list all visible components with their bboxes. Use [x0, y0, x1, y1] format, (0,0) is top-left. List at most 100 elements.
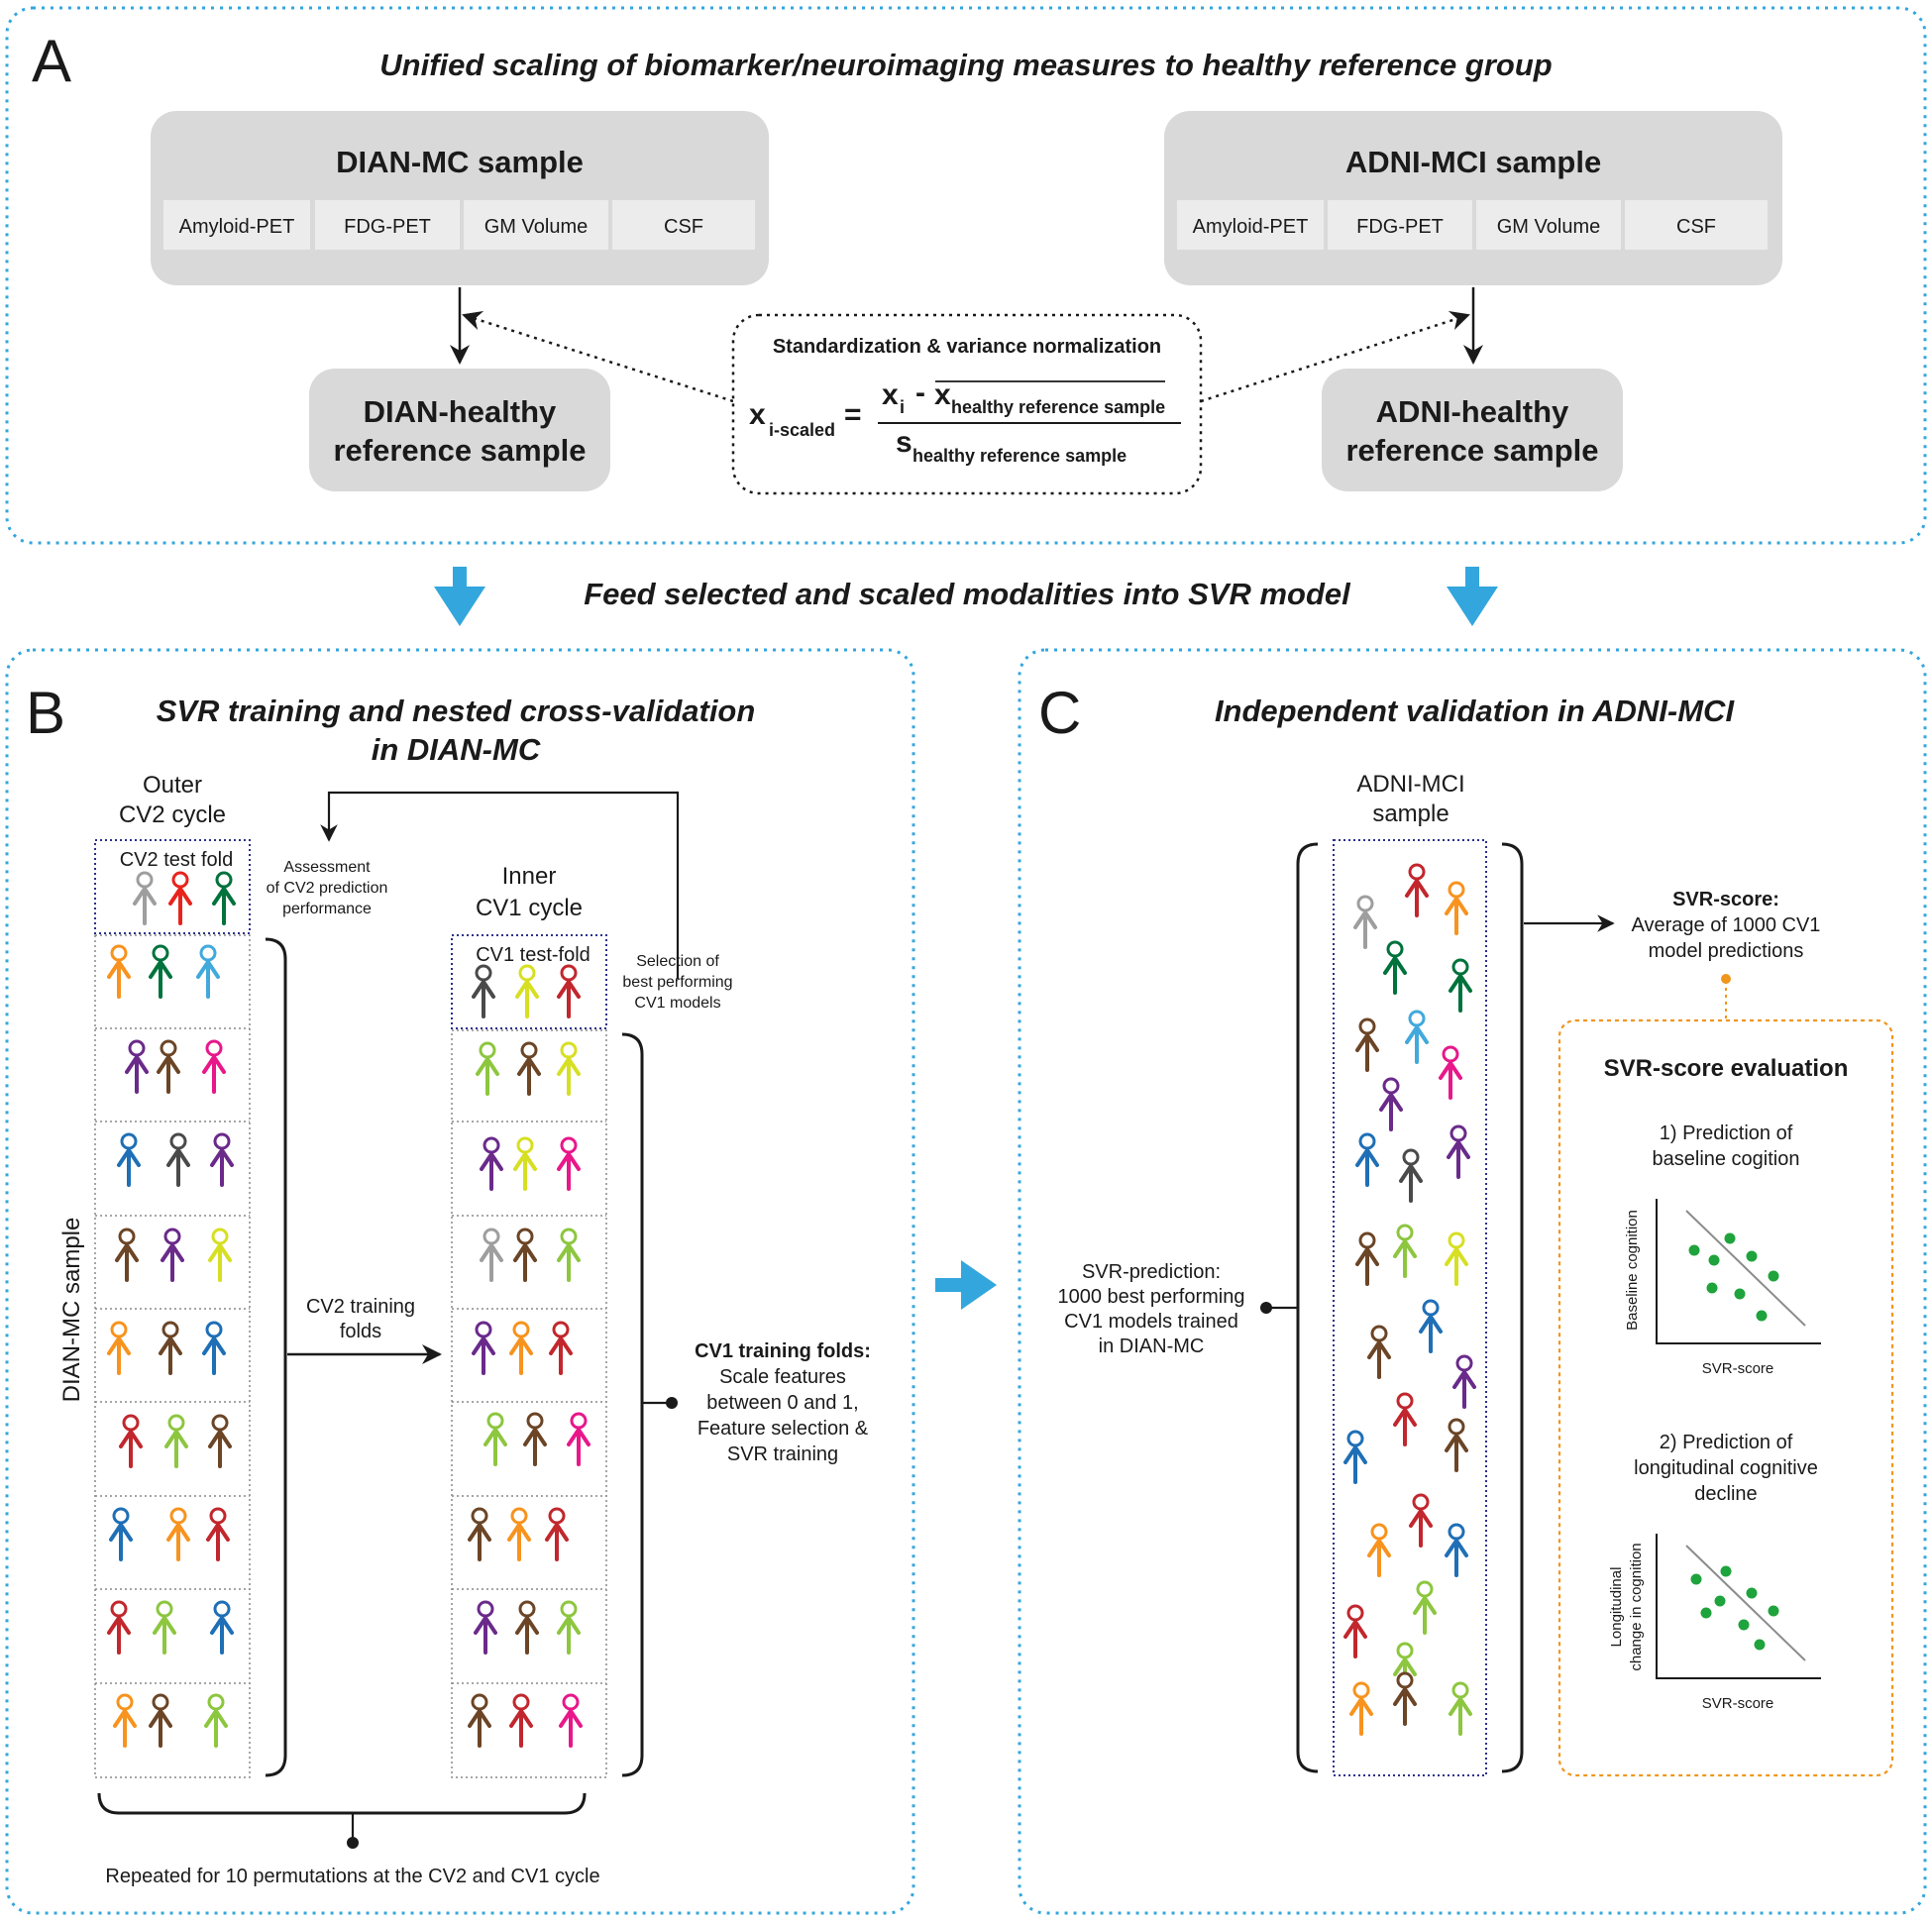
eval2-ylabel-line2: change in cognition — [1628, 1543, 1645, 1670]
dian-modality-fdg: FDG-PET — [344, 216, 431, 238]
participant-figure — [204, 1693, 228, 1748]
participant-figure — [159, 1321, 182, 1375]
repeat-bracket — [97, 1792, 587, 1815]
participant-figure — [472, 1321, 495, 1375]
outer-cv2-label-line2: CV2 cycle — [119, 802, 226, 828]
svr-score-evaluation-box — [1557, 1018, 1894, 1777]
eval2-xlabel: SVR-score — [1702, 1695, 1774, 1712]
scatter-longitudinal-trendline — [1685, 1545, 1806, 1661]
cv1-training-line3: Feature selection & — [698, 1418, 869, 1440]
cv1-training-title: CV1 training folds: — [695, 1340, 871, 1362]
participant-figure — [509, 1321, 533, 1375]
svr-prediction-line1: SVR-prediction: — [1082, 1261, 1221, 1283]
participant-figure — [557, 1136, 581, 1191]
participant-figure — [1449, 1681, 1472, 1736]
participant-figure — [1447, 1124, 1470, 1179]
svr-score-line1: Average of 1000 CV1 — [1632, 914, 1821, 936]
participant-figure — [196, 944, 220, 999]
participant-figure — [1355, 1017, 1379, 1072]
scatter-longitudinal — [1656, 1534, 1821, 1679]
participant-figure — [515, 964, 539, 1018]
participant-figure — [523, 1412, 547, 1466]
participant-figure — [149, 944, 172, 999]
dian-mc-sample-box — [151, 111, 769, 285]
adni-healthy-box — [1322, 369, 1623, 491]
adni-modality-fdg-box — [1328, 200, 1472, 250]
participant-figure — [119, 1414, 143, 1468]
participant-figure — [468, 1507, 491, 1561]
inner-cv1-label-line2: CV1 cycle — [476, 895, 583, 921]
participant-figure — [474, 1600, 497, 1655]
participant-figure — [202, 1321, 226, 1375]
blue-down-arrow-right — [1447, 567, 1498, 626]
participant-figure — [166, 1132, 190, 1187]
adni-modality-csf-box — [1625, 200, 1768, 250]
participant-figure — [567, 1412, 590, 1466]
eval2-line3: decline — [1694, 1483, 1757, 1505]
inner-cv1-label-line1: Inner — [502, 863, 557, 890]
dian-modality-csf: CSF — [664, 216, 703, 238]
participant-figure — [168, 871, 192, 925]
participant-figure — [166, 1507, 190, 1561]
cv1-right-bracket — [621, 1032, 644, 1777]
formula-num-xbar: x — [934, 378, 951, 411]
selection-line1: Selection of — [636, 953, 719, 970]
participant-figure — [480, 1136, 503, 1191]
dian-modality-csf-box — [612, 200, 755, 250]
participant-figure — [476, 1041, 499, 1096]
adni-modality-amyloid: Amyloid-PET — [1193, 216, 1309, 238]
eval1-xlabel: SVR-score — [1702, 1360, 1774, 1377]
adni-modality-fdg: FDG-PET — [1356, 216, 1444, 238]
participant-figure — [1399, 1148, 1423, 1203]
selection-line2: best performing — [622, 974, 732, 991]
participant-figure — [113, 1693, 137, 1748]
svr-prediction-line4: in DIAN-MC — [1099, 1336, 1205, 1357]
selection-line3: CV1 models — [634, 995, 720, 1012]
panel-b-frame — [5, 648, 915, 1915]
adni-modality-amyloid-box — [1177, 200, 1324, 250]
participant-figure — [1419, 1299, 1443, 1353]
repeat-connector-dot — [347, 1837, 359, 1849]
blue-right-arrow — [935, 1260, 997, 1310]
participant-figure — [153, 1600, 176, 1655]
participant-figure — [1445, 1523, 1468, 1577]
adni-left-bracket — [1296, 842, 1319, 1773]
formula-den-s-sub: healthy reference sample — [912, 446, 1127, 466]
dian-healthy-line1: DIAN-healthy — [364, 394, 557, 429]
dian-modality-amyloid: Amyloid-PET — [179, 216, 295, 238]
participant-figure — [1343, 1604, 1367, 1658]
cv2-training-line1: CV2 training — [306, 1296, 415, 1318]
participant-figure — [208, 1228, 232, 1282]
participant-figure — [1409, 1493, 1433, 1548]
eval1-line1: 1) Prediction of — [1660, 1122, 1793, 1144]
svr-score-title: SVR-score: — [1672, 889, 1779, 910]
formula-num-x: x — [882, 378, 899, 411]
participant-figure — [149, 1693, 172, 1748]
participant-figure — [1449, 958, 1472, 1013]
participant-figure — [468, 1693, 491, 1748]
adni-mci-sample-title: ADNI-MCI sample — [1345, 145, 1601, 179]
dian-modality-amyloid-box — [163, 200, 310, 250]
participant-figure — [557, 1041, 581, 1096]
cv1-training-line4: SVR training — [727, 1443, 838, 1465]
participant-figure — [557, 1228, 581, 1282]
eval2-line2: longitudinal cognitive — [1634, 1457, 1818, 1479]
participant-figure — [1393, 1392, 1417, 1446]
participant-figure — [557, 964, 581, 1018]
participant-figure — [472, 964, 495, 1018]
cv1-test-fold-label: CV1 test-fold — [476, 944, 590, 966]
participant-figure — [1355, 1132, 1379, 1187]
participant-figure — [1445, 881, 1468, 935]
cv2-training-folds — [94, 934, 251, 1778]
participant-figure — [210, 1132, 234, 1187]
formula-minus: - — [915, 376, 925, 409]
panel-b-letter: B — [26, 680, 65, 746]
assessment-line3: performance — [282, 901, 372, 917]
cv1-training-line2: between 0 and 1, — [706, 1392, 858, 1414]
formula-title: Standardization & variance normalization — [773, 336, 1161, 358]
formula-num-x-sub: i — [900, 397, 905, 417]
formula-box — [731, 313, 1203, 495]
adni-healthy-line2: reference sample — [1345, 433, 1598, 468]
formula-den-s: s — [896, 426, 912, 459]
panel-c-letter: C — [1038, 680, 1081, 746]
